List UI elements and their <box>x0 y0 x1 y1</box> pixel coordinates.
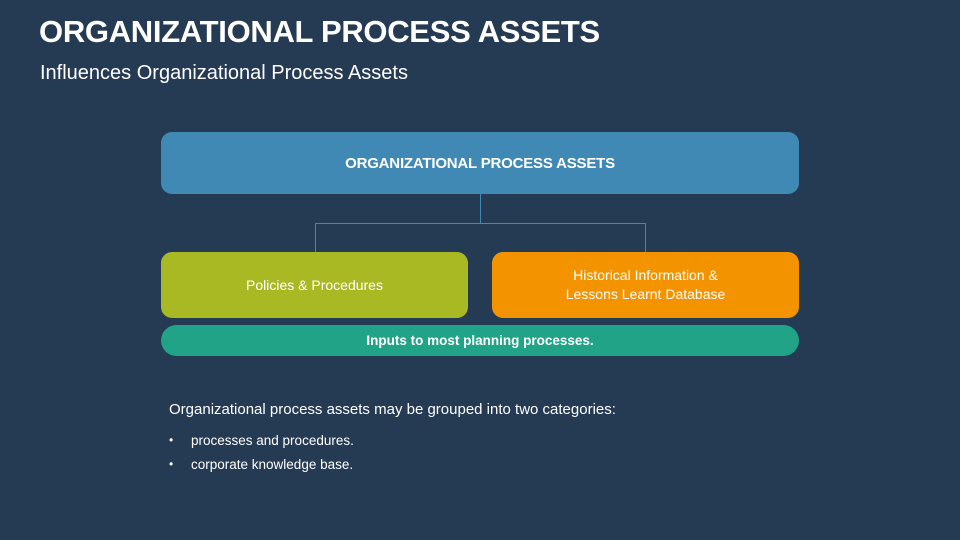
connector-vertical-root <box>480 194 481 223</box>
connector-vertical-right <box>645 223 646 252</box>
child-node-historical-line1: Historical Information & <box>573 267 718 283</box>
bullet-icon: • <box>169 457 174 471</box>
bullet-icon: • <box>169 433 174 447</box>
connector-vertical-left <box>315 223 316 252</box>
notes-bullet-list: • processes and procedures. • corporate … <box>169 428 354 476</box>
root-node-label: ORGANIZATIONAL PROCESS ASSETS <box>345 154 615 172</box>
child-node-historical: Historical Information & Lessons Learnt … <box>492 252 799 318</box>
list-item: • corporate knowledge base. <box>169 452 354 476</box>
slide-subtitle: Influences Organizational Process Assets <box>40 62 408 84</box>
footer-bar-label: Inputs to most planning processes. <box>366 333 594 348</box>
list-item: • processes and procedures. <box>169 428 354 452</box>
slide-title: ORGANIZATIONAL PROCESS ASSETS <box>39 14 600 49</box>
child-node-policies-label: Policies & Procedures <box>246 277 383 293</box>
list-item-text: corporate knowledge base. <box>191 456 354 472</box>
list-item-text: processes and procedures. <box>191 432 354 448</box>
child-node-historical-line2: Lessons Learnt Database <box>565 286 726 302</box>
child-node-policies: Policies & Procedures <box>161 252 468 318</box>
connector-horizontal <box>315 223 646 224</box>
notes-intro: Organizational process assets may be gro… <box>169 401 616 418</box>
footer-bar: Inputs to most planning processes. <box>161 325 799 356</box>
root-node-box: ORGANIZATIONAL PROCESS ASSETS <box>161 132 799 194</box>
